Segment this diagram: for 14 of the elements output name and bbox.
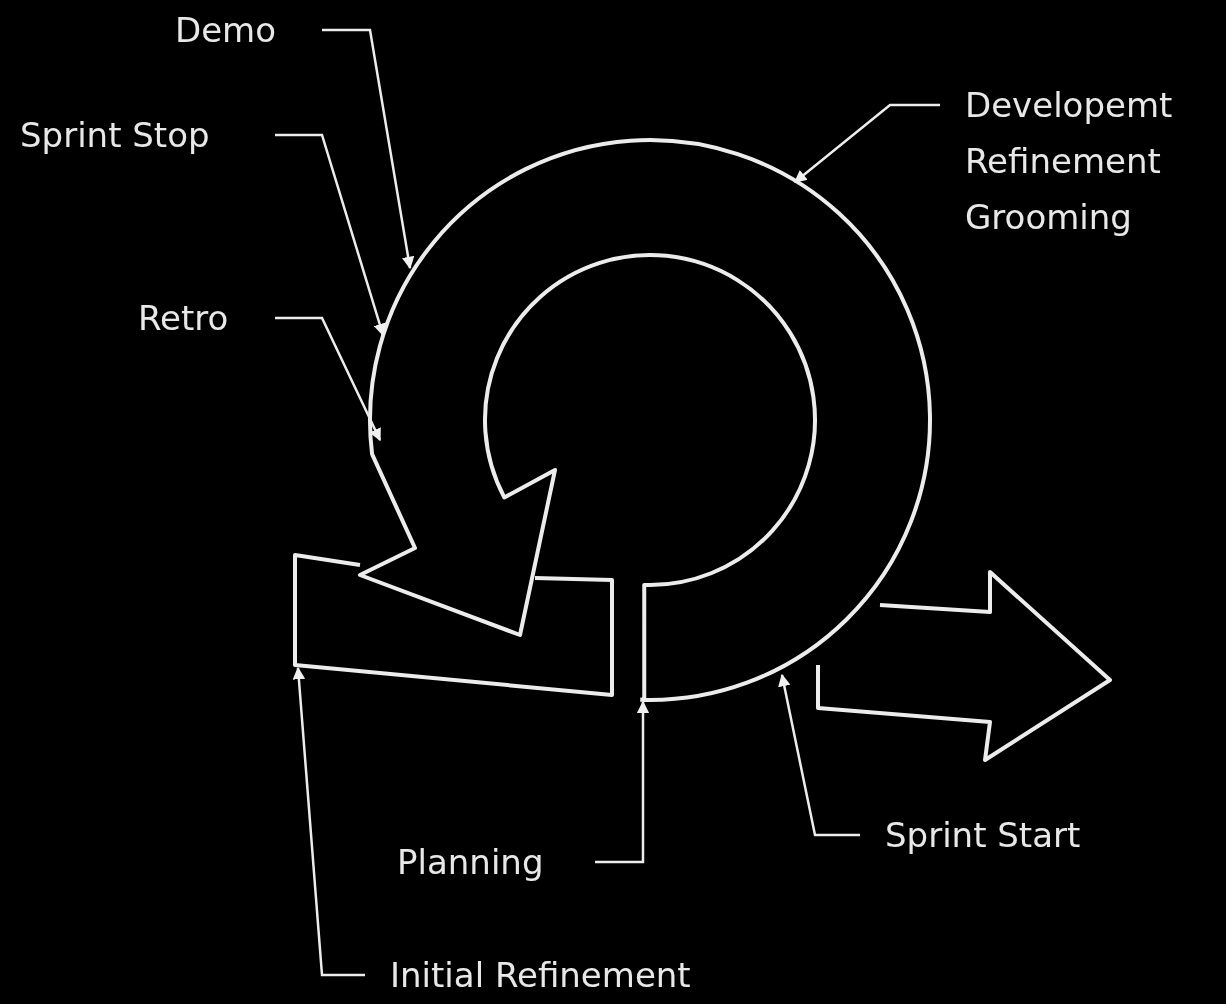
leader-line (595, 700, 650, 864)
leader-line (778, 673, 860, 837)
callout-label: Sprint Stop (20, 107, 210, 163)
callout-label: Initial Refinement (390, 947, 691, 1003)
leader-line (275, 316, 382, 442)
callout-label: Demo (175, 2, 277, 58)
callout-label: Sprint Start (885, 807, 1081, 863)
callout-label: Retro (138, 290, 229, 346)
leader-line (794, 103, 940, 183)
callout-label: Developemt Refinement Grooming (965, 77, 1195, 245)
leader-line (322, 28, 415, 270)
leader-line (292, 666, 365, 977)
callout-label: Planning (397, 834, 544, 890)
leader-line (275, 133, 386, 337)
